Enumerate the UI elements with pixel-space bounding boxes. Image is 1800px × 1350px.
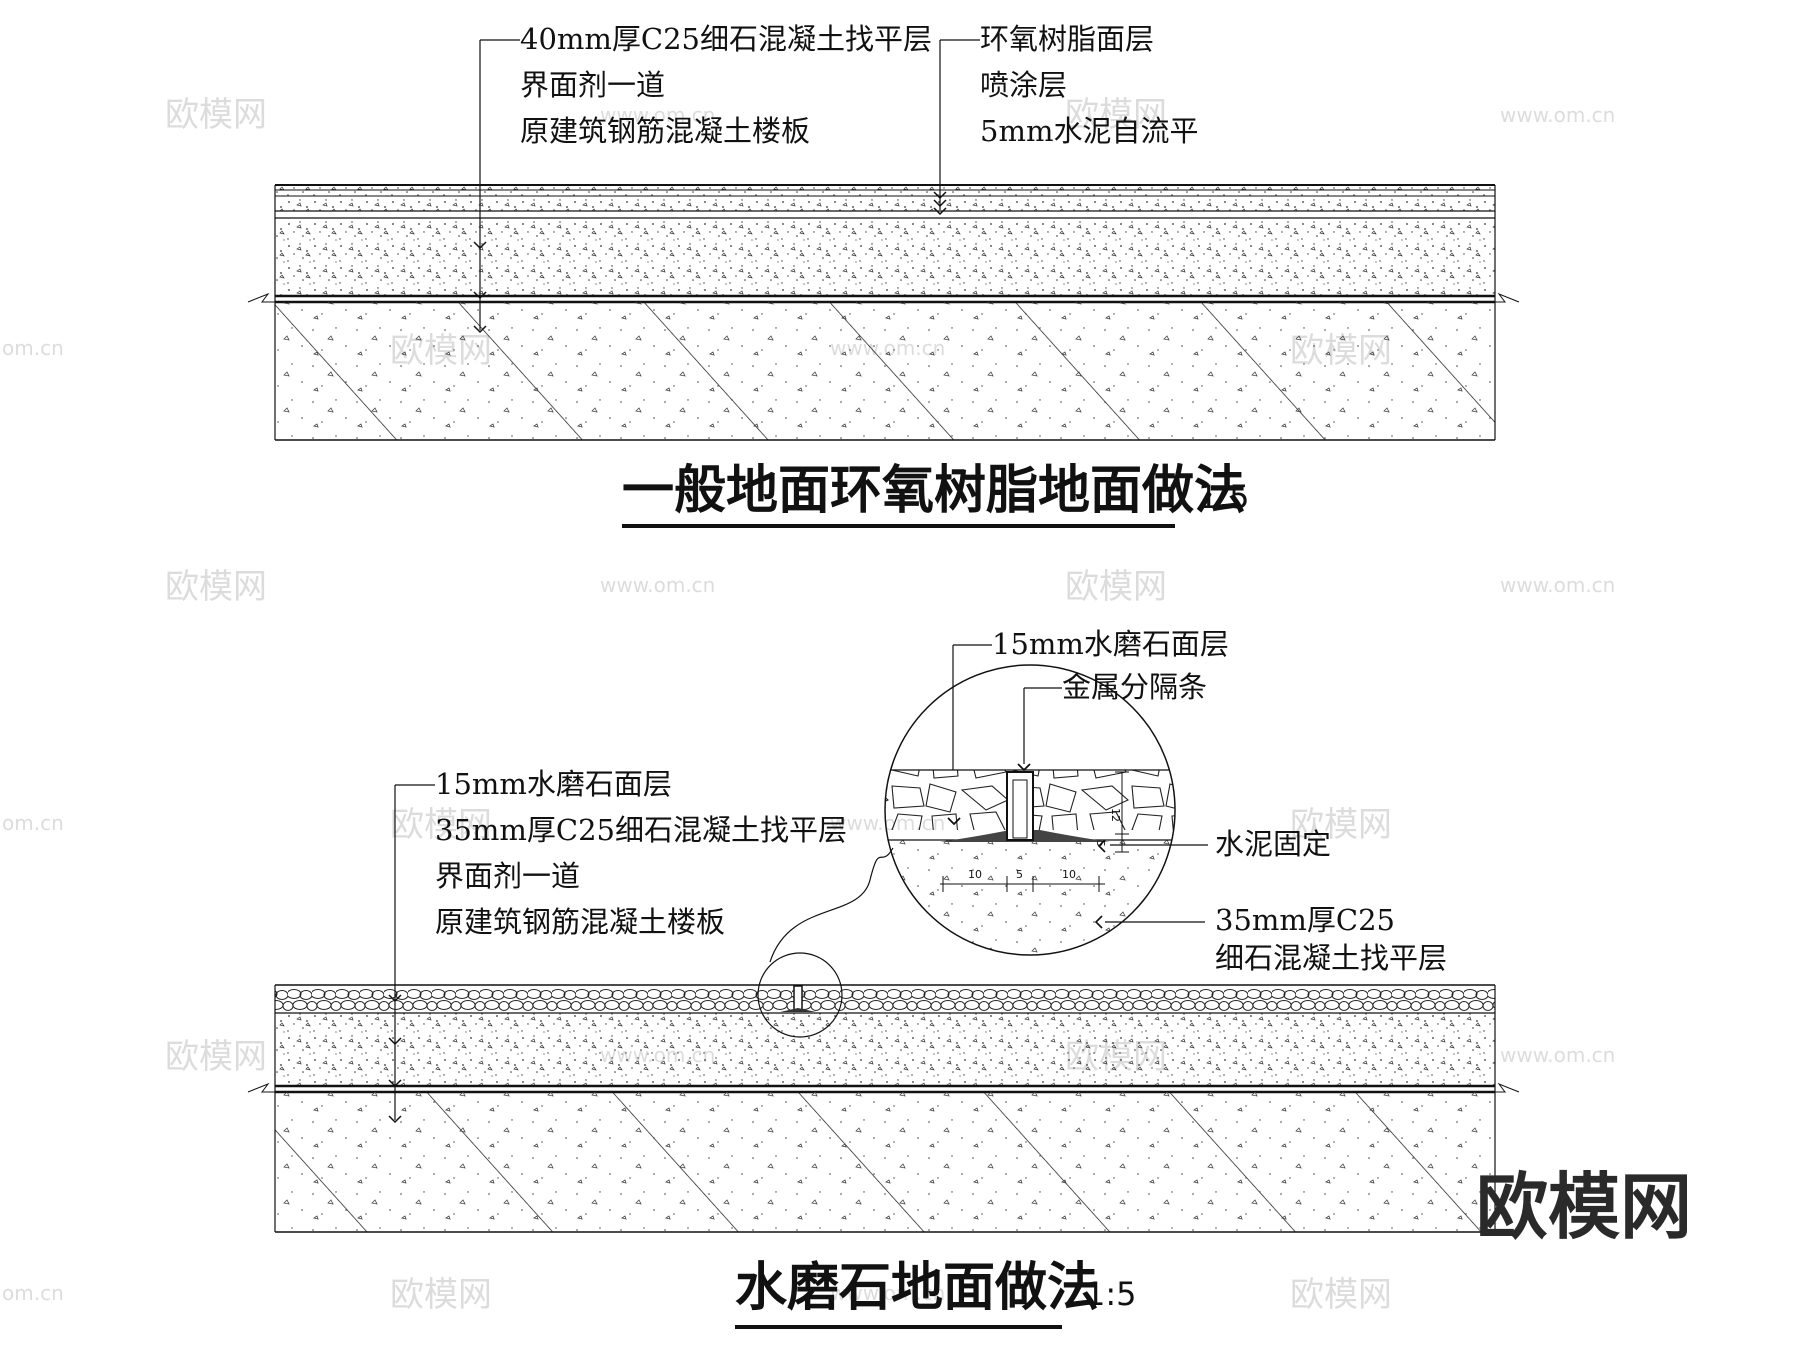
label-metal-strip: 金属分隔条	[1062, 670, 1207, 704]
metal-divider-strip	[793, 985, 803, 1011]
arrow-icon	[473, 291, 487, 300]
watermark-url: www.om.cn	[1500, 573, 1615, 597]
epoxy-floor-section: 40mm厚C25细石混凝土找平层 界面剂一道 原建筑钢筋混凝土楼板 环氧树脂面层…	[247, 22, 1520, 528]
label-cement-fixing: 水泥固定	[1215, 827, 1331, 861]
dim-label: 10	[1062, 868, 1076, 881]
watermark-url: www.om.cn	[1500, 103, 1615, 127]
self-leveling-layer	[275, 185, 1495, 211]
watermark-logo: 欧模网	[1290, 805, 1392, 845]
watermark-logo: 欧模网	[1290, 1275, 1392, 1315]
watermark-logo: 欧模网	[390, 805, 492, 845]
dim-label: 5	[1016, 868, 1023, 881]
label-screed: 40mm厚C25细石混凝土找平层	[520, 22, 932, 56]
watermark-url: om.cn	[2, 1281, 64, 1305]
dim-label: 5	[1094, 840, 1107, 847]
label-slab: 原建筑钢筋混凝土楼板	[520, 114, 810, 148]
arrow-icon	[1097, 839, 1106, 853]
watermark-url: www.om.cn	[600, 573, 715, 597]
watermark-logo: 欧模网	[1065, 567, 1167, 607]
watermark-url: om.cn	[2, 336, 64, 360]
screed-layer	[275, 218, 1495, 296]
arrow-icon	[388, 1079, 402, 1088]
arrow-icon	[947, 817, 961, 826]
diagram-2-scale: 1:5	[1085, 1275, 1137, 1313]
label-detail-terrazzo: 15mm水磨石面层	[992, 627, 1229, 661]
arrow-icon	[1094, 915, 1103, 929]
metal-divider-strip	[1006, 771, 1034, 841]
watermark-url: www.om.cn	[600, 103, 715, 127]
diagram-2-title: 水磨石地面做法	[735, 1258, 1099, 1318]
label-interface-agent: 界面剂一道	[435, 859, 580, 893]
detail-marker-circle	[757, 952, 843, 1038]
enlarged-detail: 10 5 10 12 5	[884, 664, 1176, 956]
arrow-icon	[933, 199, 947, 208]
screed-layer	[275, 1013, 1495, 1086]
dim-label: 10	[968, 868, 982, 881]
arrow-icon	[473, 325, 487, 334]
label-detail-screed-2: 细石混凝土找平层	[1215, 941, 1447, 975]
terrazzo-floor-section: 15mm水磨石面层 35mm厚C25细石混凝土找平层 界面剂一道 原建筑钢筋混凝…	[247, 627, 1520, 1329]
watermark-url: www.om.cn	[830, 1281, 945, 1305]
label-self-leveling: 5mm水泥自流平	[980, 114, 1198, 148]
watermark-url: www.om.cn	[1500, 1043, 1615, 1067]
arrow-icon	[473, 241, 487, 250]
watermark-logo: 欧模网	[390, 1275, 492, 1315]
watermark-logo: 欧模网	[165, 567, 267, 607]
label-spray-layer: 喷涂层	[980, 68, 1067, 102]
brand-logo: 欧模网	[1476, 1165, 1692, 1249]
label-interface-agent: 界面剂一道	[520, 68, 665, 102]
label-detail-screed-1: 35mm厚C25	[1215, 903, 1395, 937]
arrow-icon	[388, 994, 402, 1003]
dim-label: 12	[1109, 808, 1122, 822]
watermark-logo: 欧模网	[165, 1037, 267, 1077]
watermark-url: om.cn	[2, 811, 64, 835]
label-epoxy-surface: 环氧树脂面层	[980, 22, 1154, 56]
diagram-1-scale: 1:5	[1198, 478, 1250, 516]
watermark-logo: 欧模网	[1065, 95, 1167, 135]
terrazzo-layer	[275, 985, 1495, 1013]
label-terrazzo: 15mm水磨石面层	[435, 767, 672, 801]
watermark-logo: 欧模网	[165, 95, 267, 135]
arrow-icon	[388, 1037, 402, 1046]
arrow-icon	[1017, 763, 1031, 772]
label-screed: 35mm厚C25细石混凝土找平层	[435, 813, 847, 847]
arrow-icon	[388, 1115, 402, 1124]
label-slab: 原建筑钢筋混凝土楼板	[435, 905, 725, 939]
arrow-icon	[933, 207, 947, 216]
diagram-1-title: 一般地面环氧树脂地面做法	[622, 461, 1246, 521]
arrow-icon	[933, 191, 947, 200]
